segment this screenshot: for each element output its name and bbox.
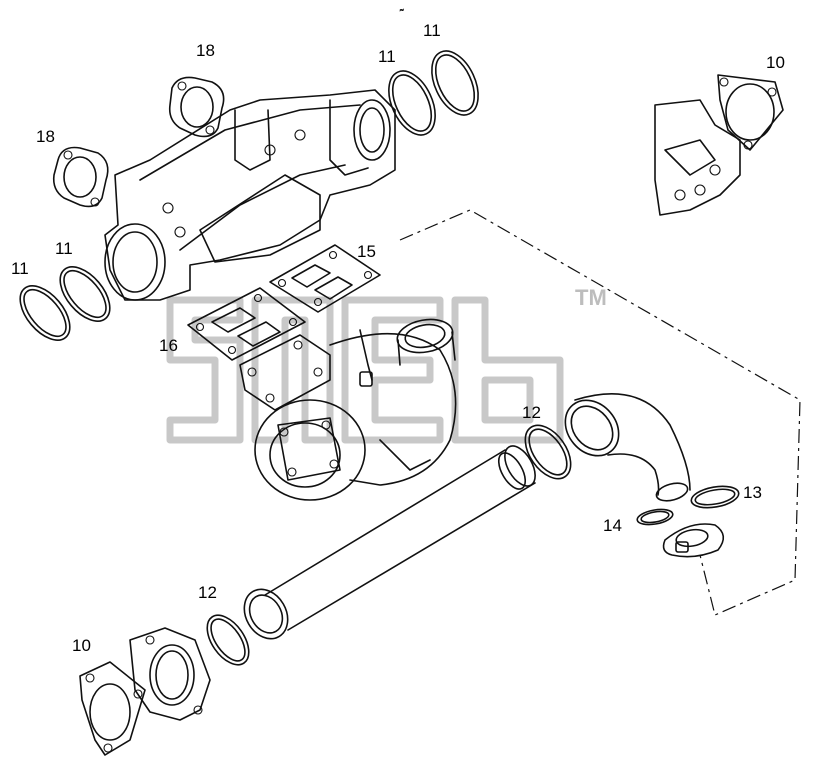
ring-11-upper-b	[431, 50, 479, 116]
ring-14	[636, 508, 674, 526]
callout-13: 13	[743, 483, 762, 502]
clamp	[662, 523, 725, 558]
callout-11-lower-left: 11	[11, 259, 29, 278]
callout-11-upper-left: 11	[378, 47, 396, 66]
ring-11-lower-b	[59, 266, 111, 322]
callout-16: 16	[159, 336, 178, 355]
gasket-15	[269, 244, 381, 313]
callout-11-upper-right: 11	[423, 21, 441, 40]
elbow-pipe	[564, 393, 691, 502]
ring-12-lower	[206, 614, 250, 666]
flange-lower	[129, 627, 211, 721]
ring-11-lower-a	[19, 285, 71, 341]
trademark-mark: TM	[575, 285, 607, 310]
callout-11-lower-right: 11	[55, 239, 73, 258]
callout-14: 14	[603, 516, 622, 535]
gasket-10-lower	[79, 661, 146, 756]
callout-18-upper: 18	[196, 41, 215, 60]
watermark-logo: TM	[166, 285, 607, 444]
exhaust-pipe	[243, 445, 536, 640]
callout-18-lower: 18	[36, 127, 55, 146]
assembly-route-line	[399, 209, 801, 616]
gasket-16	[187, 287, 306, 361]
callout-10-upper: 10	[766, 53, 785, 72]
gasket-18-lower	[52, 146, 109, 208]
top-mark-artifact: ~	[400, 8, 404, 14]
turbocharger	[239, 318, 457, 501]
engine-housing-corner	[654, 99, 741, 216]
gasket-10-upper	[717, 74, 784, 151]
gasket-18-upper	[168, 76, 225, 138]
callout-15: 15	[357, 242, 376, 261]
exhaust-manifold	[104, 89, 396, 301]
ring-11-upper-a	[388, 70, 436, 136]
callout-12-lower: 12	[198, 583, 217, 602]
callout-10-lower: 10	[72, 636, 91, 655]
ring-13	[690, 485, 740, 509]
ring-12-upper	[524, 424, 572, 480]
callout-12-upper: 12	[522, 403, 541, 422]
